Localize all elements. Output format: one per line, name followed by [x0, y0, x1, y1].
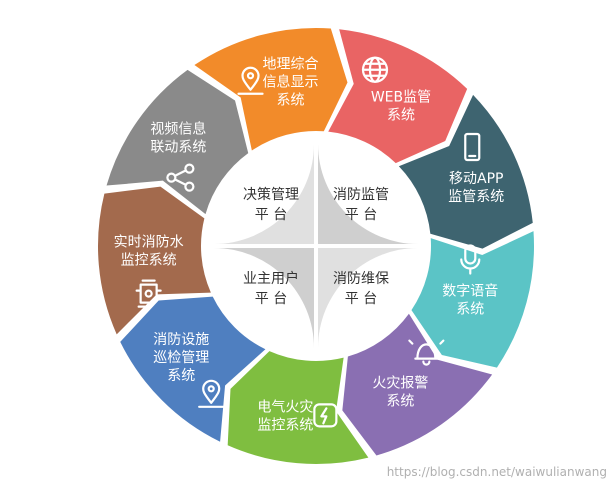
- quadrant-shape: [318, 248, 418, 348]
- quadrant-label-line: 消防监管: [333, 187, 389, 203]
- fire-hydrant-icon: [135, 279, 162, 308]
- segment-label-line: 火灾报警: [372, 375, 428, 392]
- segment-label-line: 实时消防水: [114, 235, 184, 251]
- quadrant-label-line: 业主用户: [243, 270, 299, 287]
- segment-label-line: 系统: [167, 368, 195, 384]
- power-socket-icon: [313, 403, 338, 428]
- segment-label-line: 移动APP: [449, 171, 503, 187]
- segment-label-line: 系统: [386, 394, 414, 410]
- quadrant-label-line: 平 台: [255, 291, 287, 307]
- segment-shape: [342, 313, 493, 456]
- segment-5: 移动APP 监管系统: [398, 94, 533, 249]
- segment-label-line: 监控系统: [257, 417, 313, 433]
- segment-label-line: 监管系统: [448, 189, 504, 205]
- quadrant-label-line: 平 台: [345, 207, 377, 223]
- segment-label-line: 系统: [456, 301, 484, 317]
- globe-icon: [361, 56, 389, 83]
- quadrant-label-line: 平 台: [255, 207, 287, 223]
- center-ring: [210, 140, 422, 352]
- quadrant-label-line: 决策管理: [243, 186, 299, 203]
- segment-label-line: 系统: [277, 93, 305, 109]
- segment-shape: [98, 186, 211, 335]
- quadrant-shape: [318, 144, 418, 244]
- quadrant-label-line: 平 台: [345, 291, 377, 307]
- watermark: https://blog.csdn.net/waiwulianwang: [386, 465, 607, 479]
- segment-shape: [227, 351, 369, 464]
- quadrant-label-line: 消防维保: [333, 271, 389, 287]
- quadrant-shape: [214, 248, 314, 348]
- map-pin-icon: [237, 66, 264, 95]
- segment-shape: [106, 69, 249, 215]
- alarm-bell-icon: [408, 339, 445, 366]
- segment-label-line: 视频信息: [150, 121, 206, 138]
- segment-label-line: 联动系统: [150, 140, 206, 156]
- segment-label-line: 监控系统: [121, 253, 177, 269]
- segment-shape: [398, 94, 533, 249]
- quadrant-shape: [214, 144, 314, 244]
- segment-label-line: 巡检管理: [153, 350, 209, 366]
- segment-label-line: 信息显示: [263, 74, 319, 91]
- segment-label-line: WEB监管: [371, 90, 431, 106]
- segment-shape: [411, 231, 534, 368]
- segment-shape: [194, 28, 348, 151]
- location-pin-icon: [198, 379, 225, 408]
- segment-label-line: 消防设施: [153, 332, 209, 348]
- segment-label-line: 系统: [387, 108, 415, 124]
- segment-label-line: 地理综合: [263, 57, 319, 73]
- segment-label-line: 数字语音: [442, 282, 498, 299]
- segment-label-line: 电气火灾: [257, 398, 313, 415]
- share-icon: [166, 163, 195, 192]
- segment-shape: [328, 29, 468, 164]
- microphone-icon: [460, 244, 481, 275]
- segment-shape: [120, 296, 266, 442]
- phone-icon: [464, 132, 481, 162]
